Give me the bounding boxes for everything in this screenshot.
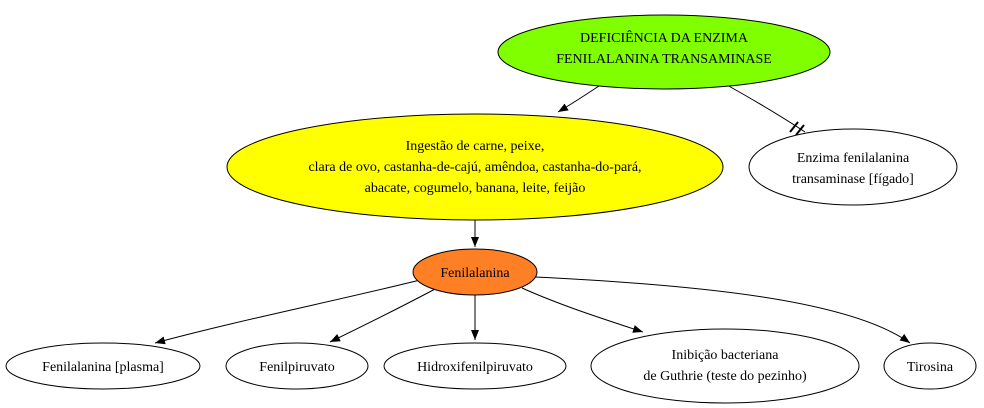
node-hidroxi-line-1: Hidroxifenilpiruvato bbox=[417, 360, 533, 375]
node-plasma: Fenilalanina [plasma] bbox=[5, 342, 201, 390]
node-enzima: Enzima fenilalanina transaminase [fígado… bbox=[748, 128, 958, 206]
svg-text:clara de ovo, castanha-de-cajú: clara de ovo, castanha-de-cajú, amêndoa,… bbox=[308, 160, 641, 175]
node-fenilpiruvato: Fenilpiruvato bbox=[225, 342, 369, 390]
svg-text:DEFICIÊNCIA DA ENZIMA: DEFICIÊNCIA DA ENZIMA bbox=[580, 29, 749, 46]
node-enzima-line-2: transaminase [fígado] bbox=[792, 172, 914, 187]
node-ingestao: Ingestão de carne, peixe, clara de ovo, … bbox=[226, 113, 724, 221]
node-ingestao-line-3: abacate, cogumelo, banana, leite, feijão bbox=[365, 181, 586, 196]
node-tirosina: Tirosina bbox=[883, 342, 977, 390]
node-enzima-shape bbox=[748, 128, 958, 206]
svg-text:Fenilalanina [plasma]: Fenilalanina [plasma] bbox=[42, 360, 164, 375]
node-tirosina-line-1: Tirosina bbox=[907, 360, 954, 375]
node-ingestao-shape bbox=[226, 113, 724, 221]
edge-fenilalanina-inibicao bbox=[521, 287, 644, 333]
svg-text:transaminase [fígado]: transaminase [fígado] bbox=[792, 172, 914, 187]
node-ingestao-line-2: clara de ovo, castanha-de-cajú, amêndoa,… bbox=[308, 160, 641, 175]
svg-text:abacate, cogumelo, banana, lei: abacate, cogumelo, banana, leite, feijão bbox=[365, 181, 586, 196]
svg-text:Inibição bacteriana: Inibição bacteriana bbox=[672, 348, 780, 363]
svg-text:de Guthrie (teste do pezinho): de Guthrie (teste do pezinho) bbox=[643, 369, 807, 384]
svg-text:Ingestão de carne, peixe,: Ingestão de carne, peixe, bbox=[406, 139, 545, 154]
node-inibicao-shape bbox=[590, 328, 860, 404]
node-deficiencia: DEFICIÊNCIA DA ENZIMA FENILALANINA TRANS… bbox=[497, 14, 831, 90]
svg-text:Tirosina: Tirosina bbox=[907, 360, 954, 375]
node-fenilalanina-shape bbox=[412, 248, 538, 296]
node-fenilpiruvato-shape bbox=[225, 342, 369, 390]
svg-text:Fenilpiruvato: Fenilpiruvato bbox=[259, 360, 334, 375]
node-hidroxi-shape bbox=[383, 342, 567, 390]
node-fenilalanina-line-1: Fenilalanina bbox=[440, 266, 510, 281]
node-deficiencia-shape bbox=[497, 14, 831, 90]
node-fenilalanina: Fenilalanina bbox=[412, 248, 538, 296]
node-inibicao-line-1: Inibição bacteriana bbox=[672, 348, 780, 363]
edge-fenilalanina-tirosina bbox=[534, 276, 911, 344]
node-inibicao-line-2: de Guthrie (teste do pezinho) bbox=[643, 369, 807, 384]
edge-fenilalanina-plasma bbox=[154, 279, 421, 345]
svg-text:FENILALANINA TRANSAMINASE: FENILALANINA TRANSAMINASE bbox=[556, 52, 772, 67]
node-tirosina-shape bbox=[883, 342, 977, 390]
edge-deficiencia-enzima bbox=[717, 79, 806, 133]
node-enzima-line-1: Enzima fenilalanina bbox=[797, 151, 910, 166]
node-plasma-shape bbox=[5, 342, 201, 390]
tee-marker-enzima bbox=[789, 121, 805, 136]
node-plasma-line-1: Fenilalanina [plasma] bbox=[42, 360, 164, 375]
node-hidroxi: Hidroxifenilpiruvato bbox=[383, 342, 567, 390]
node-deficiencia-line-2: FENILALANINA TRANSAMINASE bbox=[556, 52, 772, 67]
node-ingestao-line-1: Ingestão de carne, peixe, bbox=[406, 139, 545, 154]
edge-fenilalanina-fenilpiruvato bbox=[329, 287, 438, 343]
svg-text:Fenilalanina: Fenilalanina bbox=[440, 266, 510, 281]
node-fenilpiruvato-line-1: Fenilpiruvato bbox=[259, 360, 334, 375]
svg-text:Enzima fenilalanina: Enzima fenilalanina bbox=[797, 151, 910, 166]
node-inibicao: Inibição bacteriana de Guthrie (teste do… bbox=[590, 328, 860, 404]
node-deficiencia-line-1: DEFICIÊNCIA DA ENZIMA bbox=[580, 29, 749, 46]
svg-text:Hidroxifenilpiruvato: Hidroxifenilpiruvato bbox=[417, 360, 533, 375]
